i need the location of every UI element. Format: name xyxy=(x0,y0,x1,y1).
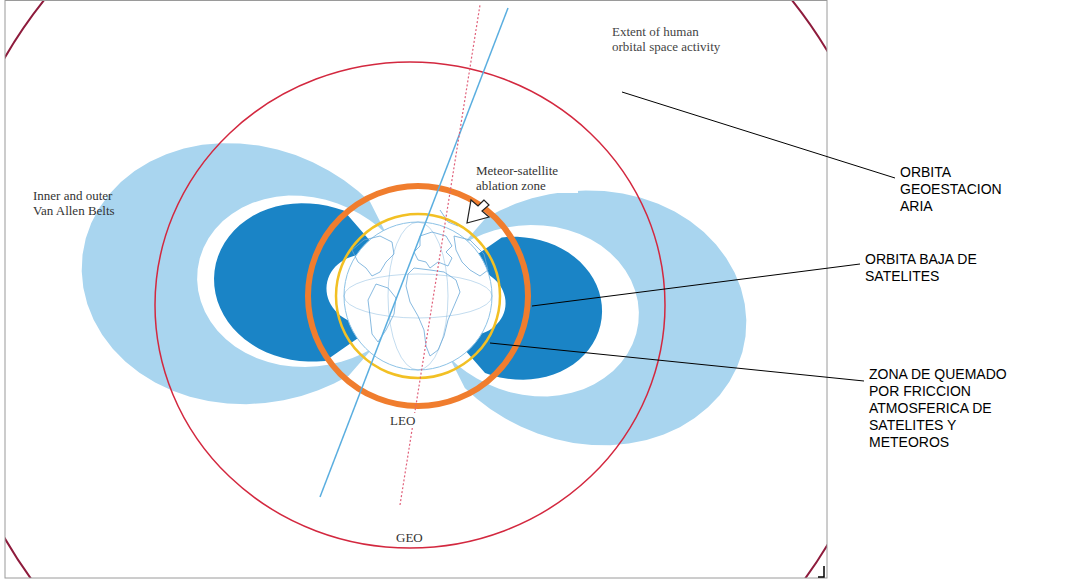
image-frame xyxy=(5,1,827,579)
latitude-line xyxy=(344,274,492,318)
geo-orbit xyxy=(155,62,665,548)
corner-mark xyxy=(818,566,824,577)
leader-line xyxy=(622,92,895,178)
earth-globe xyxy=(344,222,492,370)
zone-label: Meteor-satellite ablation zone xyxy=(474,163,578,193)
region-label: Extent of human orbital space activity xyxy=(612,24,728,54)
continent-outline xyxy=(352,236,394,276)
magnetic-axis xyxy=(320,8,508,497)
orbit-label: LEO xyxy=(388,413,417,428)
callout-label: ORBITA BAJA DE SATELITES xyxy=(865,251,979,285)
human-activity-limit xyxy=(5,1,827,578)
continent-outline xyxy=(406,268,460,356)
callout-label: ZONA DE QUEMADO POR FRICCION ATMOSFERICA… xyxy=(869,366,1021,451)
rotation-axis xyxy=(400,5,480,505)
ablation-arrow xyxy=(467,200,489,223)
continent-outline xyxy=(454,236,488,276)
belt-label: Inner and outer Van Allen Belts xyxy=(33,188,129,218)
leader-line xyxy=(490,343,864,381)
leo-orbit xyxy=(308,186,528,406)
ablation-zone xyxy=(336,214,500,378)
outer-belt xyxy=(441,175,761,462)
leader-line xyxy=(532,264,860,306)
callout-label: ORBITA GEOESTACION ARIA xyxy=(900,164,1012,215)
van-allen-belts xyxy=(67,126,762,465)
orbit-label: GEO xyxy=(394,530,425,545)
